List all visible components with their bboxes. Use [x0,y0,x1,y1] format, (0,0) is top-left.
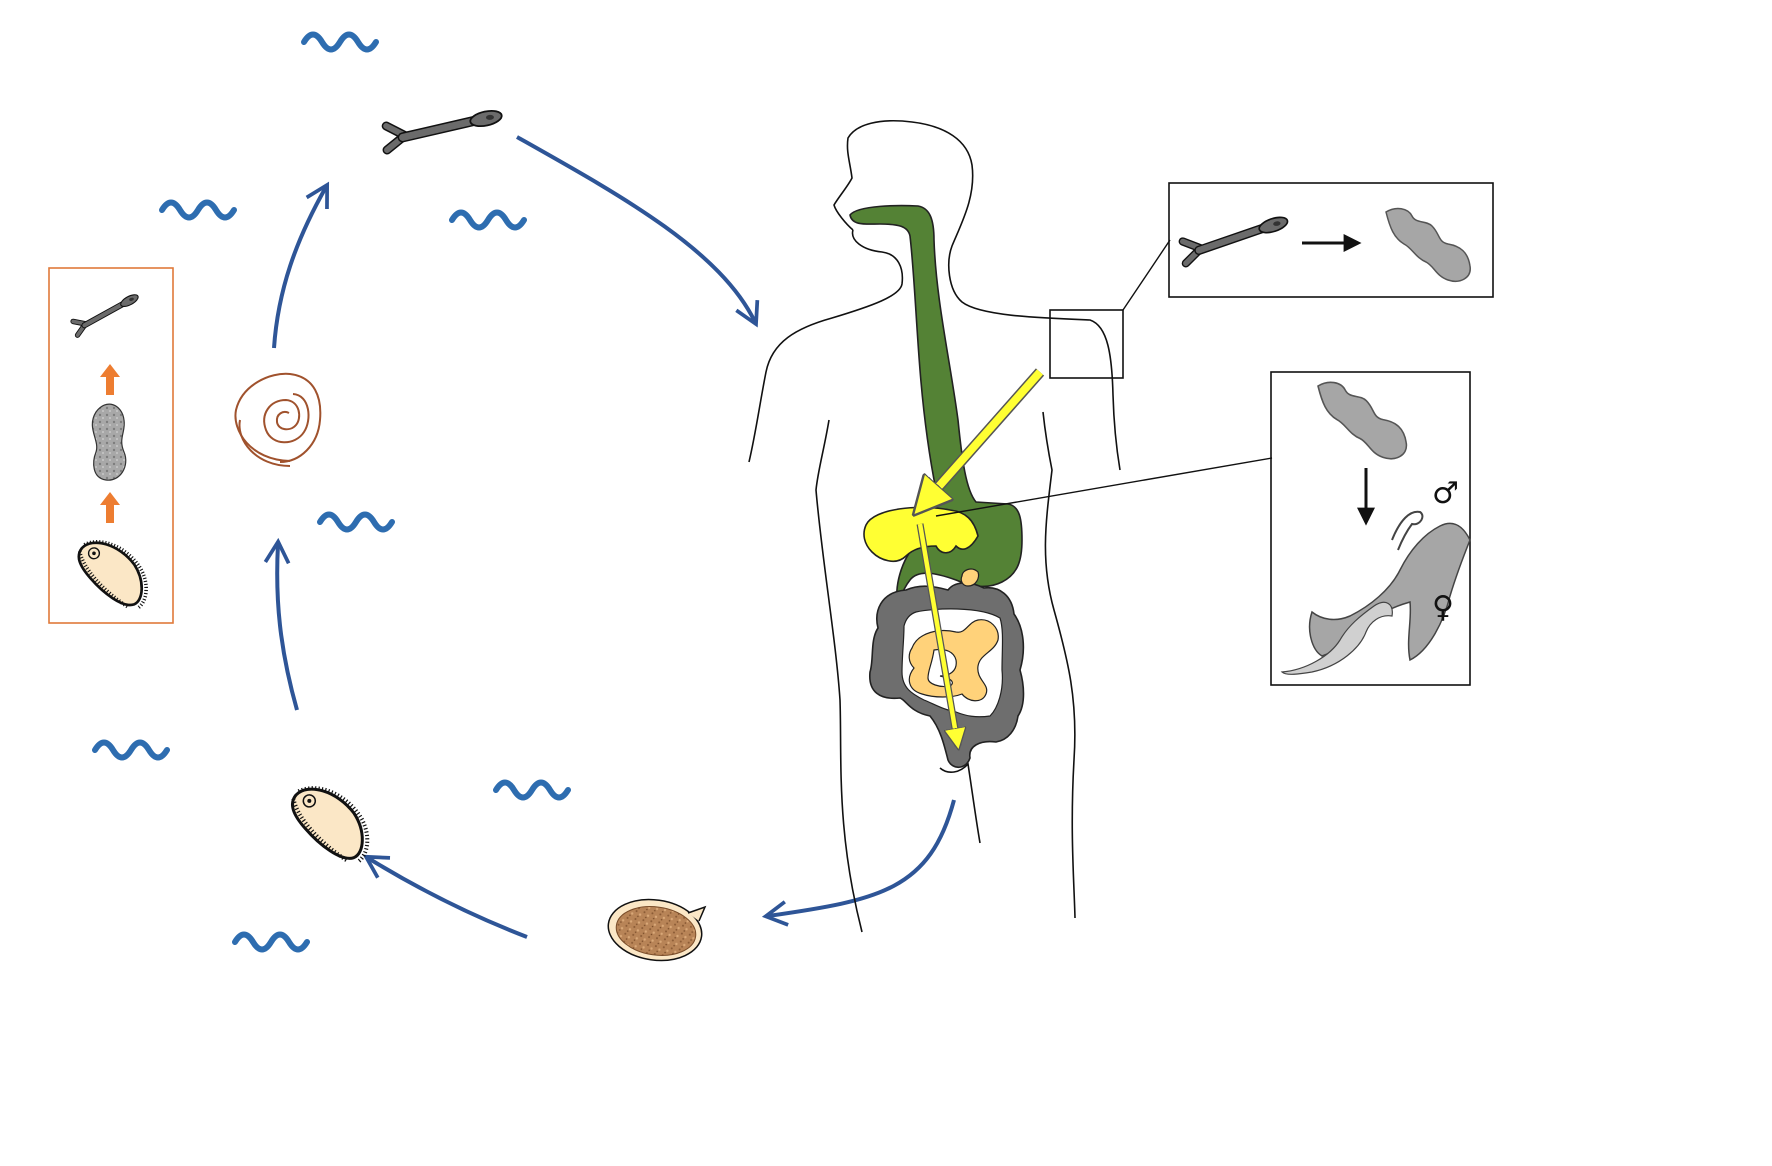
sporocyst-icon [91,403,127,481]
up-arrow-icon [100,492,120,523]
snail-icon [234,372,322,467]
transformation-inset [1168,182,1494,298]
cycle-arrow-icon [516,135,760,328]
miracidium-icon [70,537,154,612]
skin-penetration-box [1049,309,1124,379]
up-arrow-icon [100,364,120,395]
cercaria-icon [71,292,145,335]
water-wave-icon [95,743,167,758]
cycle-arrow-icon [272,181,330,349]
maturation-inset [1270,371,1471,686]
cercaria-icon [386,108,504,150]
water-wave-icon [235,935,307,950]
water-wave-icon [162,203,234,218]
water-wave-icon [452,213,524,228]
human-body-outline [748,119,1121,933]
schistosomulum-icon [1317,381,1408,460]
cycle-arrow-icon [263,537,299,711]
egg-icon [607,898,707,962]
schistosomulum-icon [1385,207,1471,282]
male-symbol-icon: ♂ [1432,476,1459,511]
worm-pair-icon [1280,510,1471,675]
small-intestine [908,619,999,702]
water-wave-icon [320,515,392,530]
water-wave-icon [496,783,568,798]
cycle-arrow-icon [362,854,528,939]
cercaria-icon [1181,214,1292,263]
female-symbol-icon: ♀ [1432,590,1454,625]
miracidium-icon [283,783,376,866]
cycle-arrow-icon [761,799,956,927]
snail-stages-inset [48,267,174,624]
water-wave-icon [304,35,376,50]
